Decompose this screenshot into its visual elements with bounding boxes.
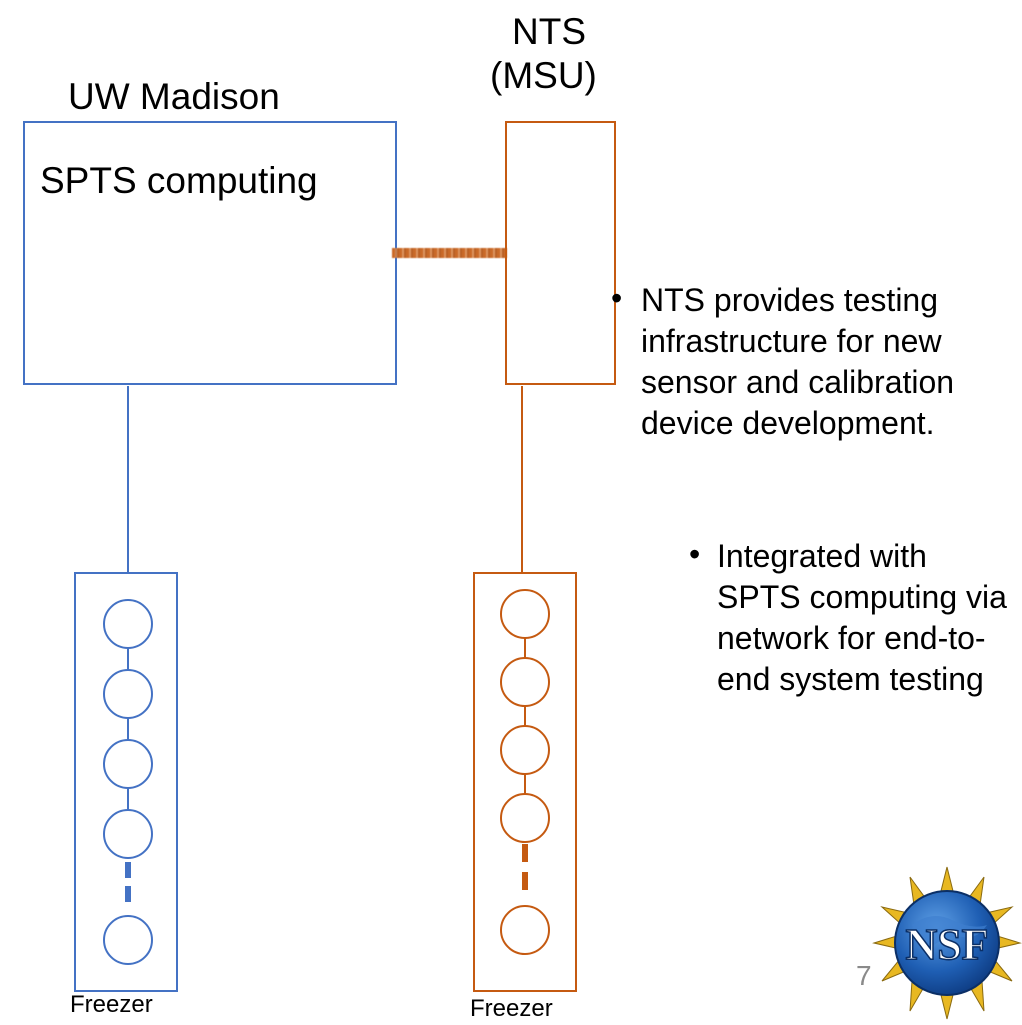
spts-computing-label: SPTS computing: [40, 160, 318, 201]
nsf-logo-icon: NSF: [872, 865, 1022, 1020]
nsf-logo-text: NSF: [905, 920, 988, 969]
sensor-circle: [103, 739, 153, 789]
uw-freezer-label: Freezer: [70, 991, 153, 1018]
ellipsis-dash: [125, 886, 131, 902]
uw-freezer-sensors: [103, 599, 153, 965]
sub-bullet-text: Integrated with SPTS computing via netwo…: [717, 538, 1007, 697]
sensor-circle: [103, 599, 153, 649]
nts-msu-title: NTS (MSU): [490, 10, 597, 99]
nts-box: [505, 121, 616, 385]
sensor-circle: [500, 793, 550, 843]
sub-bullet-glyph: •: [689, 536, 701, 572]
nts-freezer-sensors: [500, 589, 550, 955]
sensor-circle: [103, 669, 153, 719]
bullet-item-nts: • NTS provides testing infrastructure fo…: [611, 280, 1021, 444]
sensor-circle: [103, 915, 153, 965]
network-connector: [392, 248, 507, 258]
nts-freezer: [473, 572, 577, 992]
sensor-circle: [500, 725, 550, 775]
nts-title-line2: (MSU): [490, 55, 597, 97]
nts-freezer-link: [521, 386, 523, 572]
sensor-circle: [500, 589, 550, 639]
ellipsis-dash: [522, 844, 528, 862]
nts-title-line1: NTS: [512, 11, 586, 52]
uw-madison-title: UW Madison: [68, 76, 280, 117]
bullet-glyph: •: [611, 280, 623, 316]
uw-freezer-link: [127, 386, 129, 572]
ellipsis-dash: [125, 862, 131, 878]
sensor-circle: [500, 657, 550, 707]
uw-freezer: [74, 572, 178, 992]
sensor-circle: [103, 809, 153, 859]
nsf-globe: [894, 890, 1000, 996]
nts-freezer-label: Freezer: [470, 995, 553, 1022]
nsf-logo-graphic: NSF: [872, 866, 1022, 1020]
page-number: 7: [856, 960, 872, 991]
sensor-circle: [500, 905, 550, 955]
bullet-item-integrated: • Integrated with SPTS computing via net…: [689, 536, 1019, 700]
nsf-globe-landmass: [912, 916, 987, 950]
bullet-text: NTS provides testing infrastructure for …: [641, 282, 955, 441]
ellipsis-dash: [522, 872, 528, 890]
